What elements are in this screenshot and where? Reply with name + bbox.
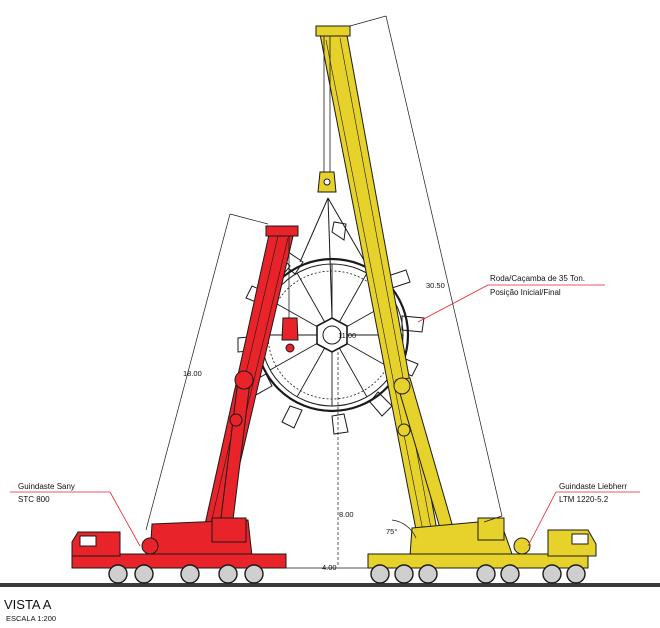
- callout-leaders: [10, 284, 640, 547]
- dimension-lines: [145, 15, 503, 569]
- sany-crane: [71, 225, 299, 584]
- red-wheels: [108, 564, 264, 584]
- liebherr-crane: [315, 25, 597, 584]
- red-carrier: [71, 553, 287, 569]
- left-crane-label-line1: Guindaste Sany: [18, 482, 75, 491]
- yellow-wheels: [370, 564, 586, 584]
- hub-height-dimension: 8.00: [339, 510, 354, 519]
- left-crane-label-line2: STC 800: [18, 495, 50, 504]
- spacing-dimension: 4.00: [322, 563, 337, 572]
- right-boom-dimension: 30.50: [426, 281, 445, 290]
- yellow-carrier: [367, 553, 589, 569]
- angle-dimension: 75°: [386, 527, 397, 536]
- wheel-radius-dimension: 11.00: [338, 331, 356, 340]
- scale-label: ESCALA 1:200: [6, 614, 56, 623]
- wheel-label-line1: Roda/Caçamba de 35 Ton.: [490, 274, 585, 283]
- wheel-label-line2: Posição Inicial/Final: [490, 288, 561, 297]
- view-title: VISTA A: [4, 597, 52, 612]
- right-crane-label-line1: Guindaste Liebherr: [559, 482, 627, 491]
- left-boom-dimension: 18.00: [183, 369, 202, 378]
- ground: [0, 583, 660, 587]
- right-crane-label-line2: LTM 1220-5.2: [559, 495, 609, 504]
- red-hook-block: [281, 317, 299, 341]
- lifting-slings: [299, 197, 366, 319]
